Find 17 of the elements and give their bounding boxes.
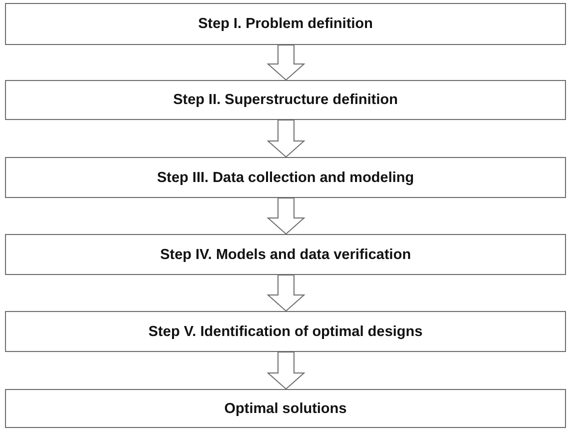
process-box: [5, 3, 566, 45]
block-arrow: [266, 198, 306, 235]
process-box: [5, 80, 566, 120]
block-arrow: [266, 44, 306, 81]
step-label: Step V. Identification of optimal designs: [148, 324, 423, 340]
process-box: [5, 389, 566, 428]
block-arrow: [266, 274, 306, 312]
block-arrow: [266, 352, 306, 390]
step-label: Step II. Superstructure definition: [173, 92, 398, 108]
step-label: Step IV. Models and data verification: [160, 246, 411, 262]
step-label: Step I. Problem definition: [198, 16, 373, 32]
process-box: [5, 311, 566, 352]
process-box: [5, 157, 566, 198]
block-arrow: [266, 120, 306, 158]
process-box: [5, 234, 566, 275]
step-label: Step III. Data collection and modeling: [156, 170, 414, 186]
step-label: Optimal solutions: [224, 400, 347, 416]
